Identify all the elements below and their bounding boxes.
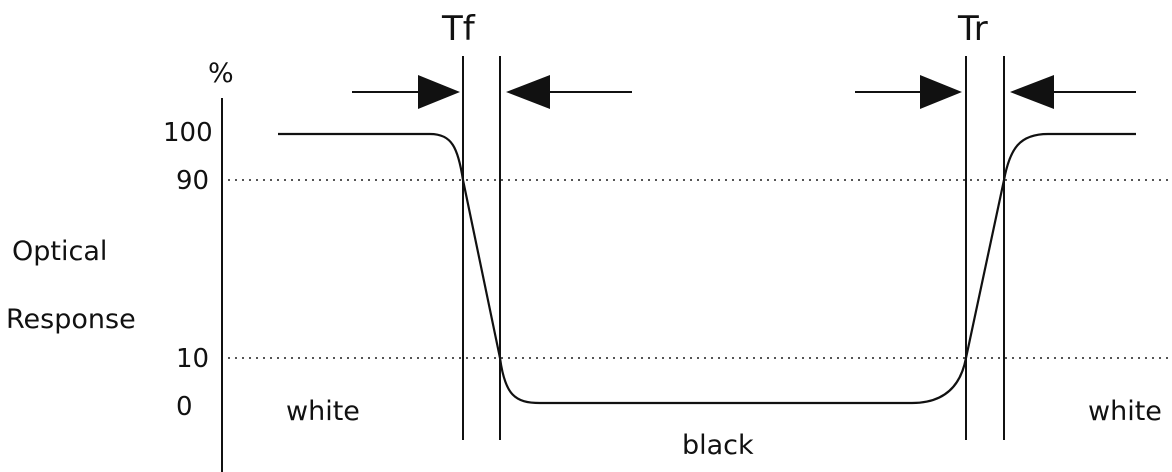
state-label-white-right: white <box>1088 396 1162 427</box>
unit-label: % <box>208 58 234 89</box>
tick-label-0: 0 <box>176 392 193 422</box>
tr-left-arrow-head <box>920 75 962 109</box>
y-axis-title-line1: Optical <box>12 236 108 267</box>
tf-arrows <box>352 75 632 109</box>
y-axis-title-line2: Response <box>6 304 136 335</box>
rise-time-label: Tr <box>958 9 988 49</box>
state-label-white-left: white <box>286 396 360 427</box>
tr-arrows <box>855 75 1136 109</box>
tick-label-100: 100 <box>163 118 213 148</box>
state-label-black: black <box>682 430 754 461</box>
tf-right-arrow-head <box>506 75 550 109</box>
response-curve <box>278 132 1136 405</box>
tick-label-10: 10 <box>176 344 210 374</box>
tr-right-arrow-head <box>1010 75 1054 109</box>
fall-time-label: Tf <box>442 9 475 49</box>
tick-label-90: 90 <box>176 166 210 196</box>
tf-left-arrow-head <box>418 75 460 109</box>
